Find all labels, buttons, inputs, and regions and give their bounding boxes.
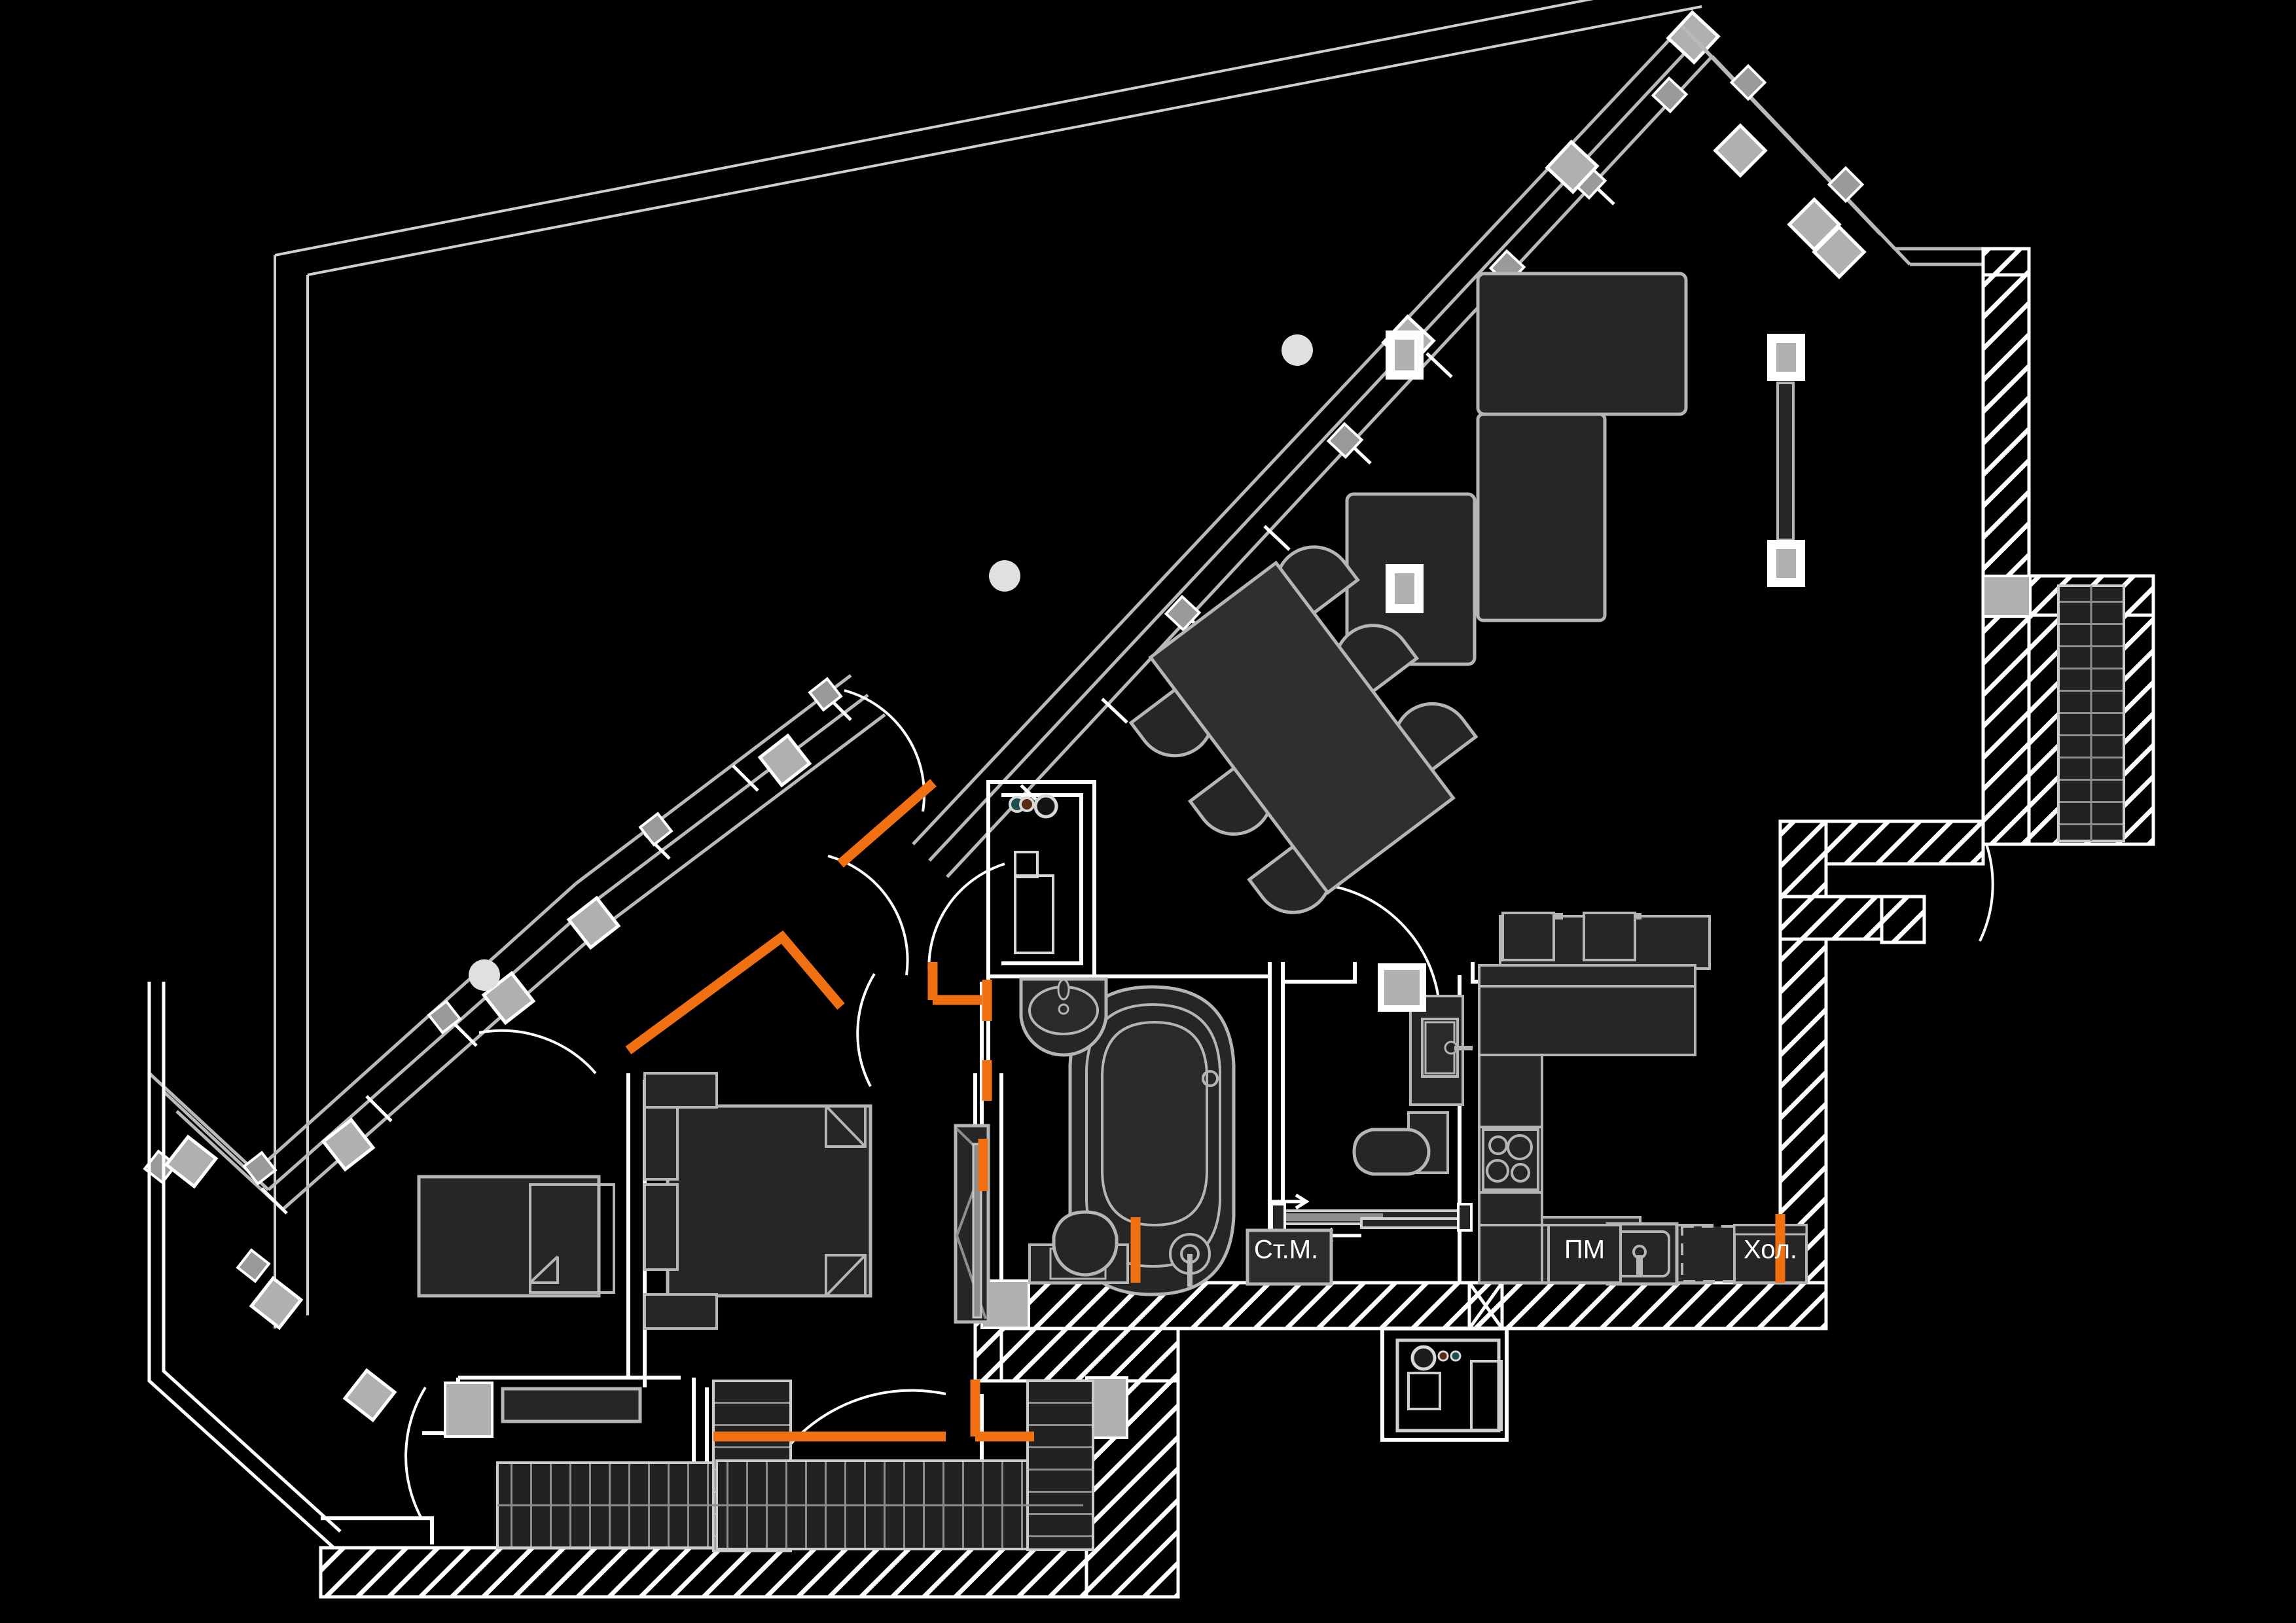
closet-lower-left [501,1387,642,1423]
bed [643,1072,872,1330]
utility-room [1009,794,1058,954]
dishwasher-label: ПМ [1564,1236,1605,1264]
wardrobe [954,1124,990,1324]
west-window-wall [143,674,886,1423]
east-top-window [1787,197,1983,266]
west-lower-wall [147,982,342,1549]
north-east-ridge [1681,25,1911,279]
bedside-chest [417,1175,615,1298]
side-table-lower [1386,564,1424,613]
hot-valve-icon [1437,1350,1449,1362]
south-terrace-deck [496,1380,1094,1552]
outer-guide-outline [274,0,1702,1329]
refrigerator-label: Хол. [1744,1236,1797,1264]
column-marker [989,560,1020,592]
meter-dial-icon [1410,1345,1437,1371]
washing-machine [1246,1228,1333,1286]
east-balcony-deck [2057,584,2125,842]
console-east [1767,334,1805,587]
washing-machine-label: Ст.М. [1254,1236,1318,1264]
entry-equipment [1380,1327,1509,1442]
accent-partitions [625,779,1785,1442]
toilet-bathroom [1028,1210,1129,1284]
guest-wc [1352,963,1473,1176]
dining-set [1128,545,1479,914]
floor-drain [1169,1233,1211,1287]
cold-valve-icon [1450,1350,1462,1362]
column-marker [1282,334,1313,366]
column-marker [469,959,500,991]
boiler-gauge-icon [1033,794,1058,819]
sliding-door-track [1270,1193,1473,1244]
washbasin-bathroom [1019,977,1108,1057]
cooktop [1482,1128,1539,1191]
hot-water-valve-icon [1019,796,1035,812]
beam-end-blocks [444,575,2032,1439]
appliance-labels: Ст.М. ПМ Хол. [1254,1236,1797,1264]
side-table-upper [1386,330,1424,380]
kitchen-block [1478,912,1808,1286]
